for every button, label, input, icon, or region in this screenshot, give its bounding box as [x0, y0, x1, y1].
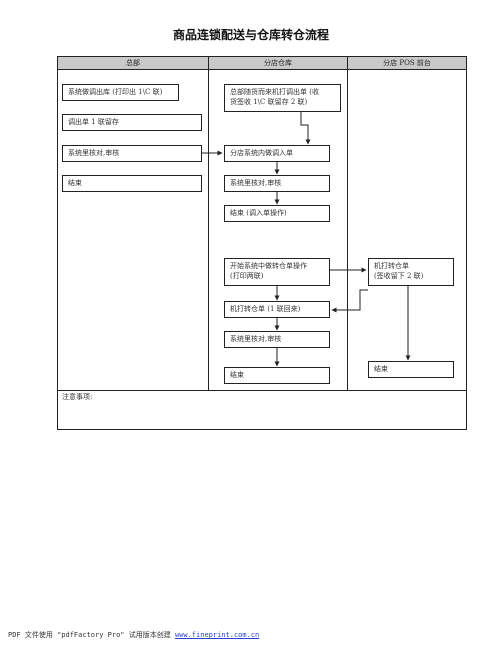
lane-divider: [347, 57, 348, 390]
arrow: [300, 112, 311, 145]
flow-box-wh-verify-2: 系统里核对,审核: [224, 331, 330, 348]
notes-divider: [57, 390, 467, 391]
lane-header-branch-pos: 分店 POS 前台: [348, 57, 466, 69]
pdf-footer: PDF 文件使用 "pdfFactory Pro" 试用版本创建 www.fin…: [8, 630, 259, 640]
footer-text: PDF 文件使用 "pdfFactory Pro" 试用版本创建: [8, 631, 175, 639]
flow-box-wh-receive-transfer-slip: 总部随货而来机打调出单 (收 货签收 1\C 联留存 2 联): [224, 84, 341, 112]
flow-box-pos-print-transfer-slip: 机打转仓单 (签收留下 2 联): [368, 258, 454, 286]
header-divider: [57, 69, 467, 70]
lane-header-branch-warehouse: 分店仓库: [209, 57, 347, 69]
flow-box-wh-end-transfer-in: 结束 (调入单操作): [224, 205, 330, 222]
flow-box-hq-transfer-out: 系统做调出库 (打印出 1\C 联): [62, 84, 179, 101]
flow-box-hq-keep-copy: 调出单 1 联留存: [62, 114, 202, 131]
lane-divider: [208, 57, 209, 390]
flowchart-frame: [57, 56, 467, 430]
arrow: [331, 289, 368, 313]
flow-box-wh-end: 结束: [224, 367, 330, 384]
flow-box-wh-start-warehouse-transfer: 开始系统中做转仓单操作 (打印两联): [224, 258, 330, 286]
flow-box-wh-transfer-in: 分店系统内做调入单: [224, 145, 330, 162]
flow-box-hq-end: 结束: [62, 175, 202, 192]
flow-box-pos-end: 结束: [368, 361, 454, 378]
flow-box-wh-print-transfer-slip: 机打转仓单 (1 联回来): [224, 301, 330, 318]
flow-box-hq-verify: 系统里核对,审核: [62, 145, 202, 162]
lane-header-headquarters: 总部: [58, 57, 208, 69]
page-title: 商品连锁配送与仓库转仓流程: [172, 28, 329, 42]
flow-box-wh-verify: 系统里核对,审核: [224, 175, 330, 192]
footer-link[interactable]: www.fineprint.com.cn: [174, 631, 260, 639]
notes-label: 注意事项:: [62, 393, 93, 401]
